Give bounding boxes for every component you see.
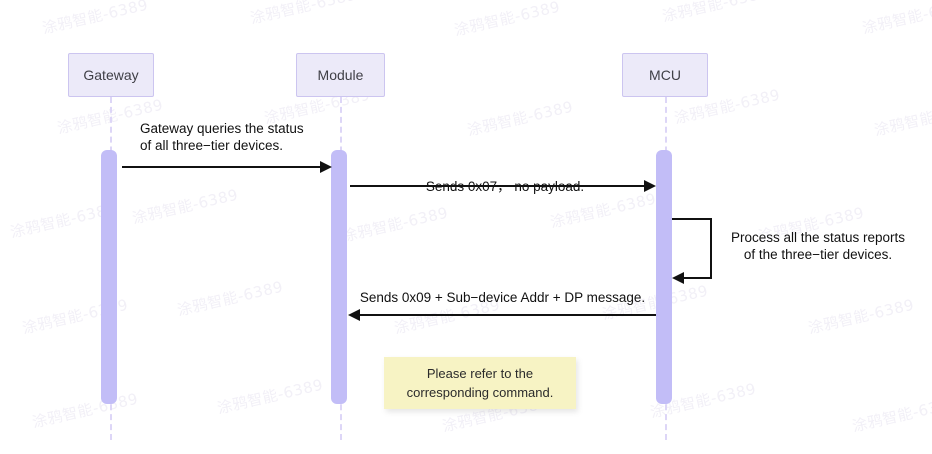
message-label-1: Gateway queries the status of all three−… xyxy=(140,121,304,153)
arrowhead-left-icon xyxy=(672,272,684,284)
watermark: 涂鸦智能-6389 xyxy=(40,0,150,38)
self-loop-right-segment xyxy=(710,218,712,279)
note-text: Please refer to the corresponding comman… xyxy=(406,366,554,400)
message-label-3: Process all the status reports of the th… xyxy=(730,230,906,262)
arrowhead-right-icon xyxy=(644,180,656,192)
activation-bar-gateway xyxy=(101,150,117,404)
arrowhead-left-icon xyxy=(348,309,360,321)
participant-label: Module xyxy=(317,67,364,83)
watermark: 涂鸦智能-6389 xyxy=(860,0,932,38)
watermark: 涂鸦智能-6389 xyxy=(175,277,285,320)
self-loop-bottom-segment xyxy=(684,277,712,279)
activation-bar-module xyxy=(331,150,347,404)
message-arrow-1 xyxy=(122,166,322,168)
watermark: 涂鸦智能-6389 xyxy=(340,203,450,246)
message-arrow-2 xyxy=(350,185,645,187)
watermark: 涂鸦智能-6389 xyxy=(452,0,562,40)
note-box[interactable]: Please refer to the corresponding comman… xyxy=(384,357,576,409)
participant-label: Gateway xyxy=(83,67,139,83)
watermark: 涂鸦智能-6389 xyxy=(248,0,358,28)
watermark: 涂鸦智能-6389 xyxy=(850,393,932,436)
watermark: 涂鸦智能-6389 xyxy=(130,185,240,228)
message-label-4: Sends 0x09 + Sub−device Addr + DP messag… xyxy=(359,290,646,305)
watermark: 涂鸦智能-6389 xyxy=(30,389,140,432)
watermark: 涂鸦智能-6389 xyxy=(806,295,916,338)
watermark: 涂鸦智能-6389 xyxy=(872,97,932,140)
participant-module[interactable]: Module xyxy=(296,53,385,97)
watermark: 涂鸦智能-6389 xyxy=(215,375,325,418)
watermark: 涂鸦智能-6389 xyxy=(660,0,770,26)
participant-mcu[interactable]: MCU xyxy=(622,53,708,97)
message-arrow-4 xyxy=(360,314,656,316)
arrowhead-right-icon xyxy=(320,161,332,173)
watermark: 涂鸦智能-6389 xyxy=(465,97,575,140)
participant-gateway[interactable]: Gateway xyxy=(68,53,154,97)
participant-label: MCU xyxy=(649,67,681,83)
activation-bar-mcu xyxy=(656,150,672,404)
self-loop-top-segment xyxy=(672,218,712,220)
